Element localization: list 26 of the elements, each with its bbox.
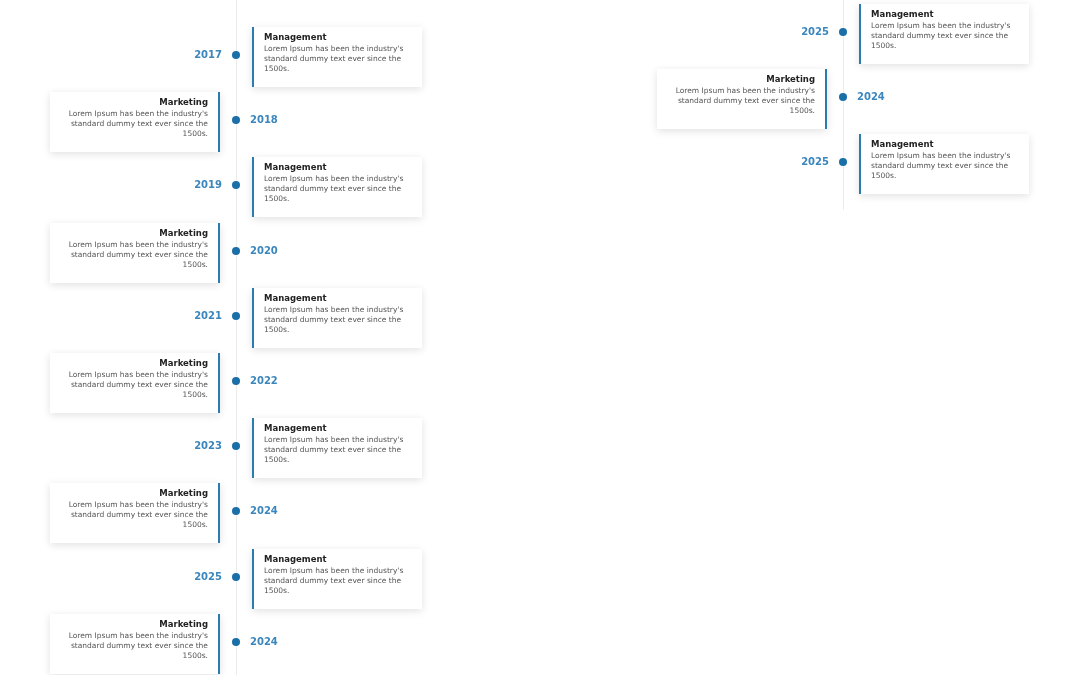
year-label: 2017	[194, 49, 222, 60]
year-label: 2024	[250, 505, 278, 517]
year-label: 2021	[194, 309, 222, 321]
card-title: Marketing	[158, 358, 208, 368]
card-title: Management	[264, 292, 328, 303]
year-label: 2025	[801, 26, 829, 37]
card-title: Marketing	[158, 488, 208, 499]
card-title: Marketing	[158, 618, 208, 629]
year-label: 2019	[194, 179, 222, 191]
year-label: 2022	[250, 375, 278, 386]
card-title: Management	[264, 162, 328, 173]
card-title: Management	[264, 423, 328, 434]
card-title: Management	[871, 9, 935, 19]
card-title: Management	[264, 32, 328, 42]
year-label: 2020	[250, 244, 278, 256]
card-title: Management	[264, 553, 328, 564]
year-label: 2018	[250, 114, 278, 126]
year-label: 2023	[194, 440, 222, 452]
year-label: 2024	[857, 91, 885, 102]
year-label: 2025	[801, 156, 829, 167]
card-title: Management	[871, 139, 935, 149]
card-title: Marketing	[765, 74, 815, 84]
card-title: Marketing	[158, 97, 208, 108]
year-label: 2024	[250, 635, 278, 647]
card-title: Marketing	[158, 227, 208, 238]
year-label: 2025	[194, 570, 222, 582]
